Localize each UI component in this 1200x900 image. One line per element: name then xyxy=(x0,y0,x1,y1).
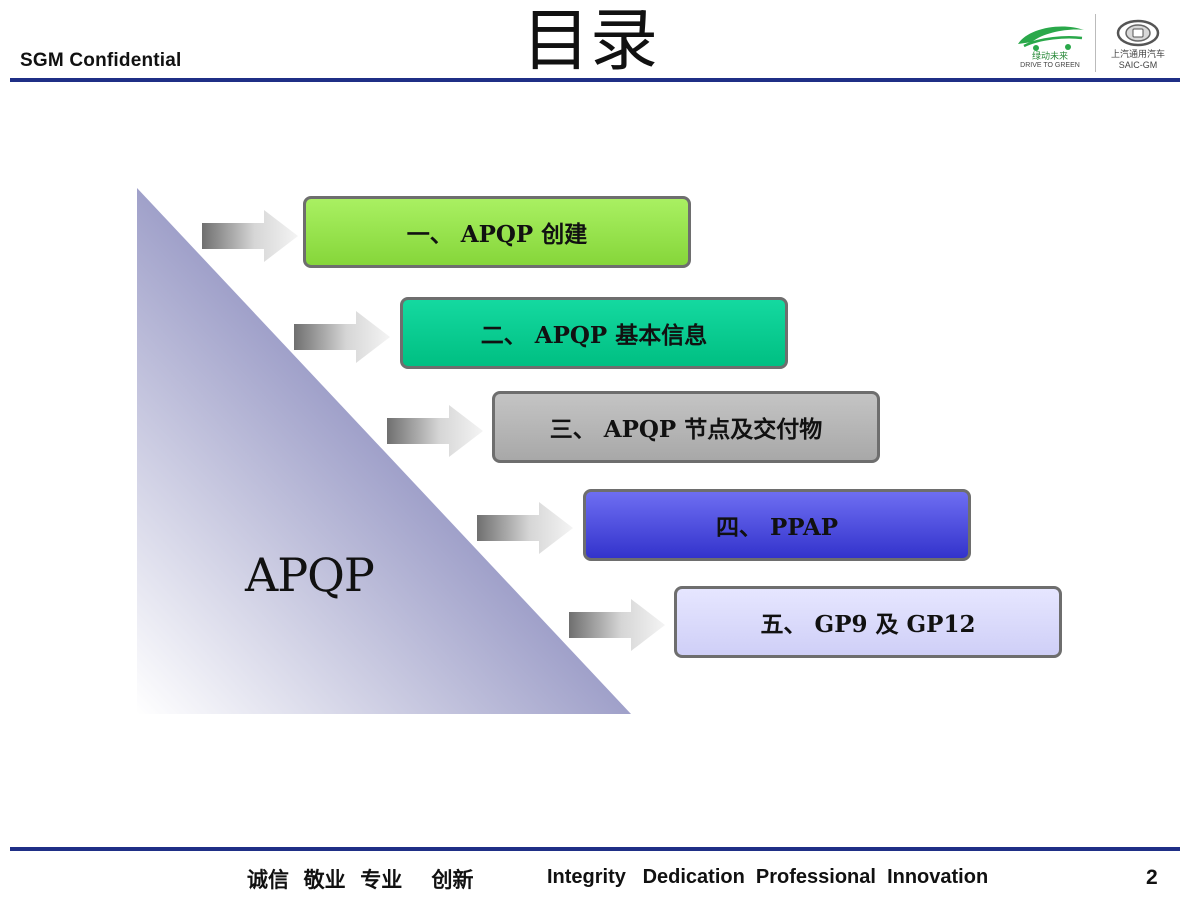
toc-item-label: 三、 APQP 节点及交付物 xyxy=(549,416,823,443)
apqp-triangle xyxy=(137,188,631,714)
toc-item-label: 四、 PPAP xyxy=(715,514,839,541)
page-number: 2 xyxy=(1146,866,1158,889)
triangle-label: APQP xyxy=(245,548,375,602)
toc-item-label: 五、 GP9 及 GP12 xyxy=(760,611,976,638)
toc-item-apqp-creation[interactable]: 一、 APQP 创建 xyxy=(303,196,691,268)
header-rule xyxy=(10,78,1180,82)
footer-values-cn: 诚信 敬业 专业 创新 xyxy=(247,868,474,892)
toc-item-ppap[interactable]: 四、 PPAP xyxy=(583,489,971,561)
logo-left-cn: 绿动未来 xyxy=(1031,51,1068,61)
toc-item-gp9-gp12[interactable]: 五、 GP9 及 GP12 xyxy=(674,586,1062,658)
confidential-label: SGM Confidential xyxy=(20,50,182,71)
drive-to-green-logo: 绿动未来 DRIVE TO GREEN xyxy=(1010,18,1090,70)
arrow-right-icon xyxy=(202,210,298,262)
green-car-icon xyxy=(1018,26,1084,51)
arrow-right-icon xyxy=(569,599,665,651)
saic-gm-logo: 上汽通用汽车 SAIC-GM xyxy=(1100,18,1176,70)
arrow-right-icon xyxy=(477,502,573,554)
page-title: 目录 xyxy=(521,2,658,81)
arrow-right-icon xyxy=(294,311,390,363)
footer-values-en: Integrity Dedication Professional Innova… xyxy=(547,866,989,888)
footer-rule xyxy=(10,847,1180,851)
arrow-right-icon xyxy=(387,405,483,457)
toc-item-label: 一、 APQP 创建 xyxy=(406,221,588,248)
logo-right-caption: SAIC-GM xyxy=(1118,60,1158,70)
logo-left-caption: DRIVE TO GREEN xyxy=(1020,62,1080,69)
toc-item-apqp-basic-info[interactable]: 二、 APQP 基本信息 xyxy=(400,297,788,369)
saic-gm-emblem-icon xyxy=(1116,19,1160,47)
toc-item-label: 二、 APQP 基本信息 xyxy=(480,322,708,349)
logo-divider xyxy=(1095,14,1096,72)
logo-right-cn: 上汽通用汽车 xyxy=(1110,49,1165,59)
toc-item-apqp-milestones[interactable]: 三、 APQP 节点及交付物 xyxy=(492,391,880,463)
